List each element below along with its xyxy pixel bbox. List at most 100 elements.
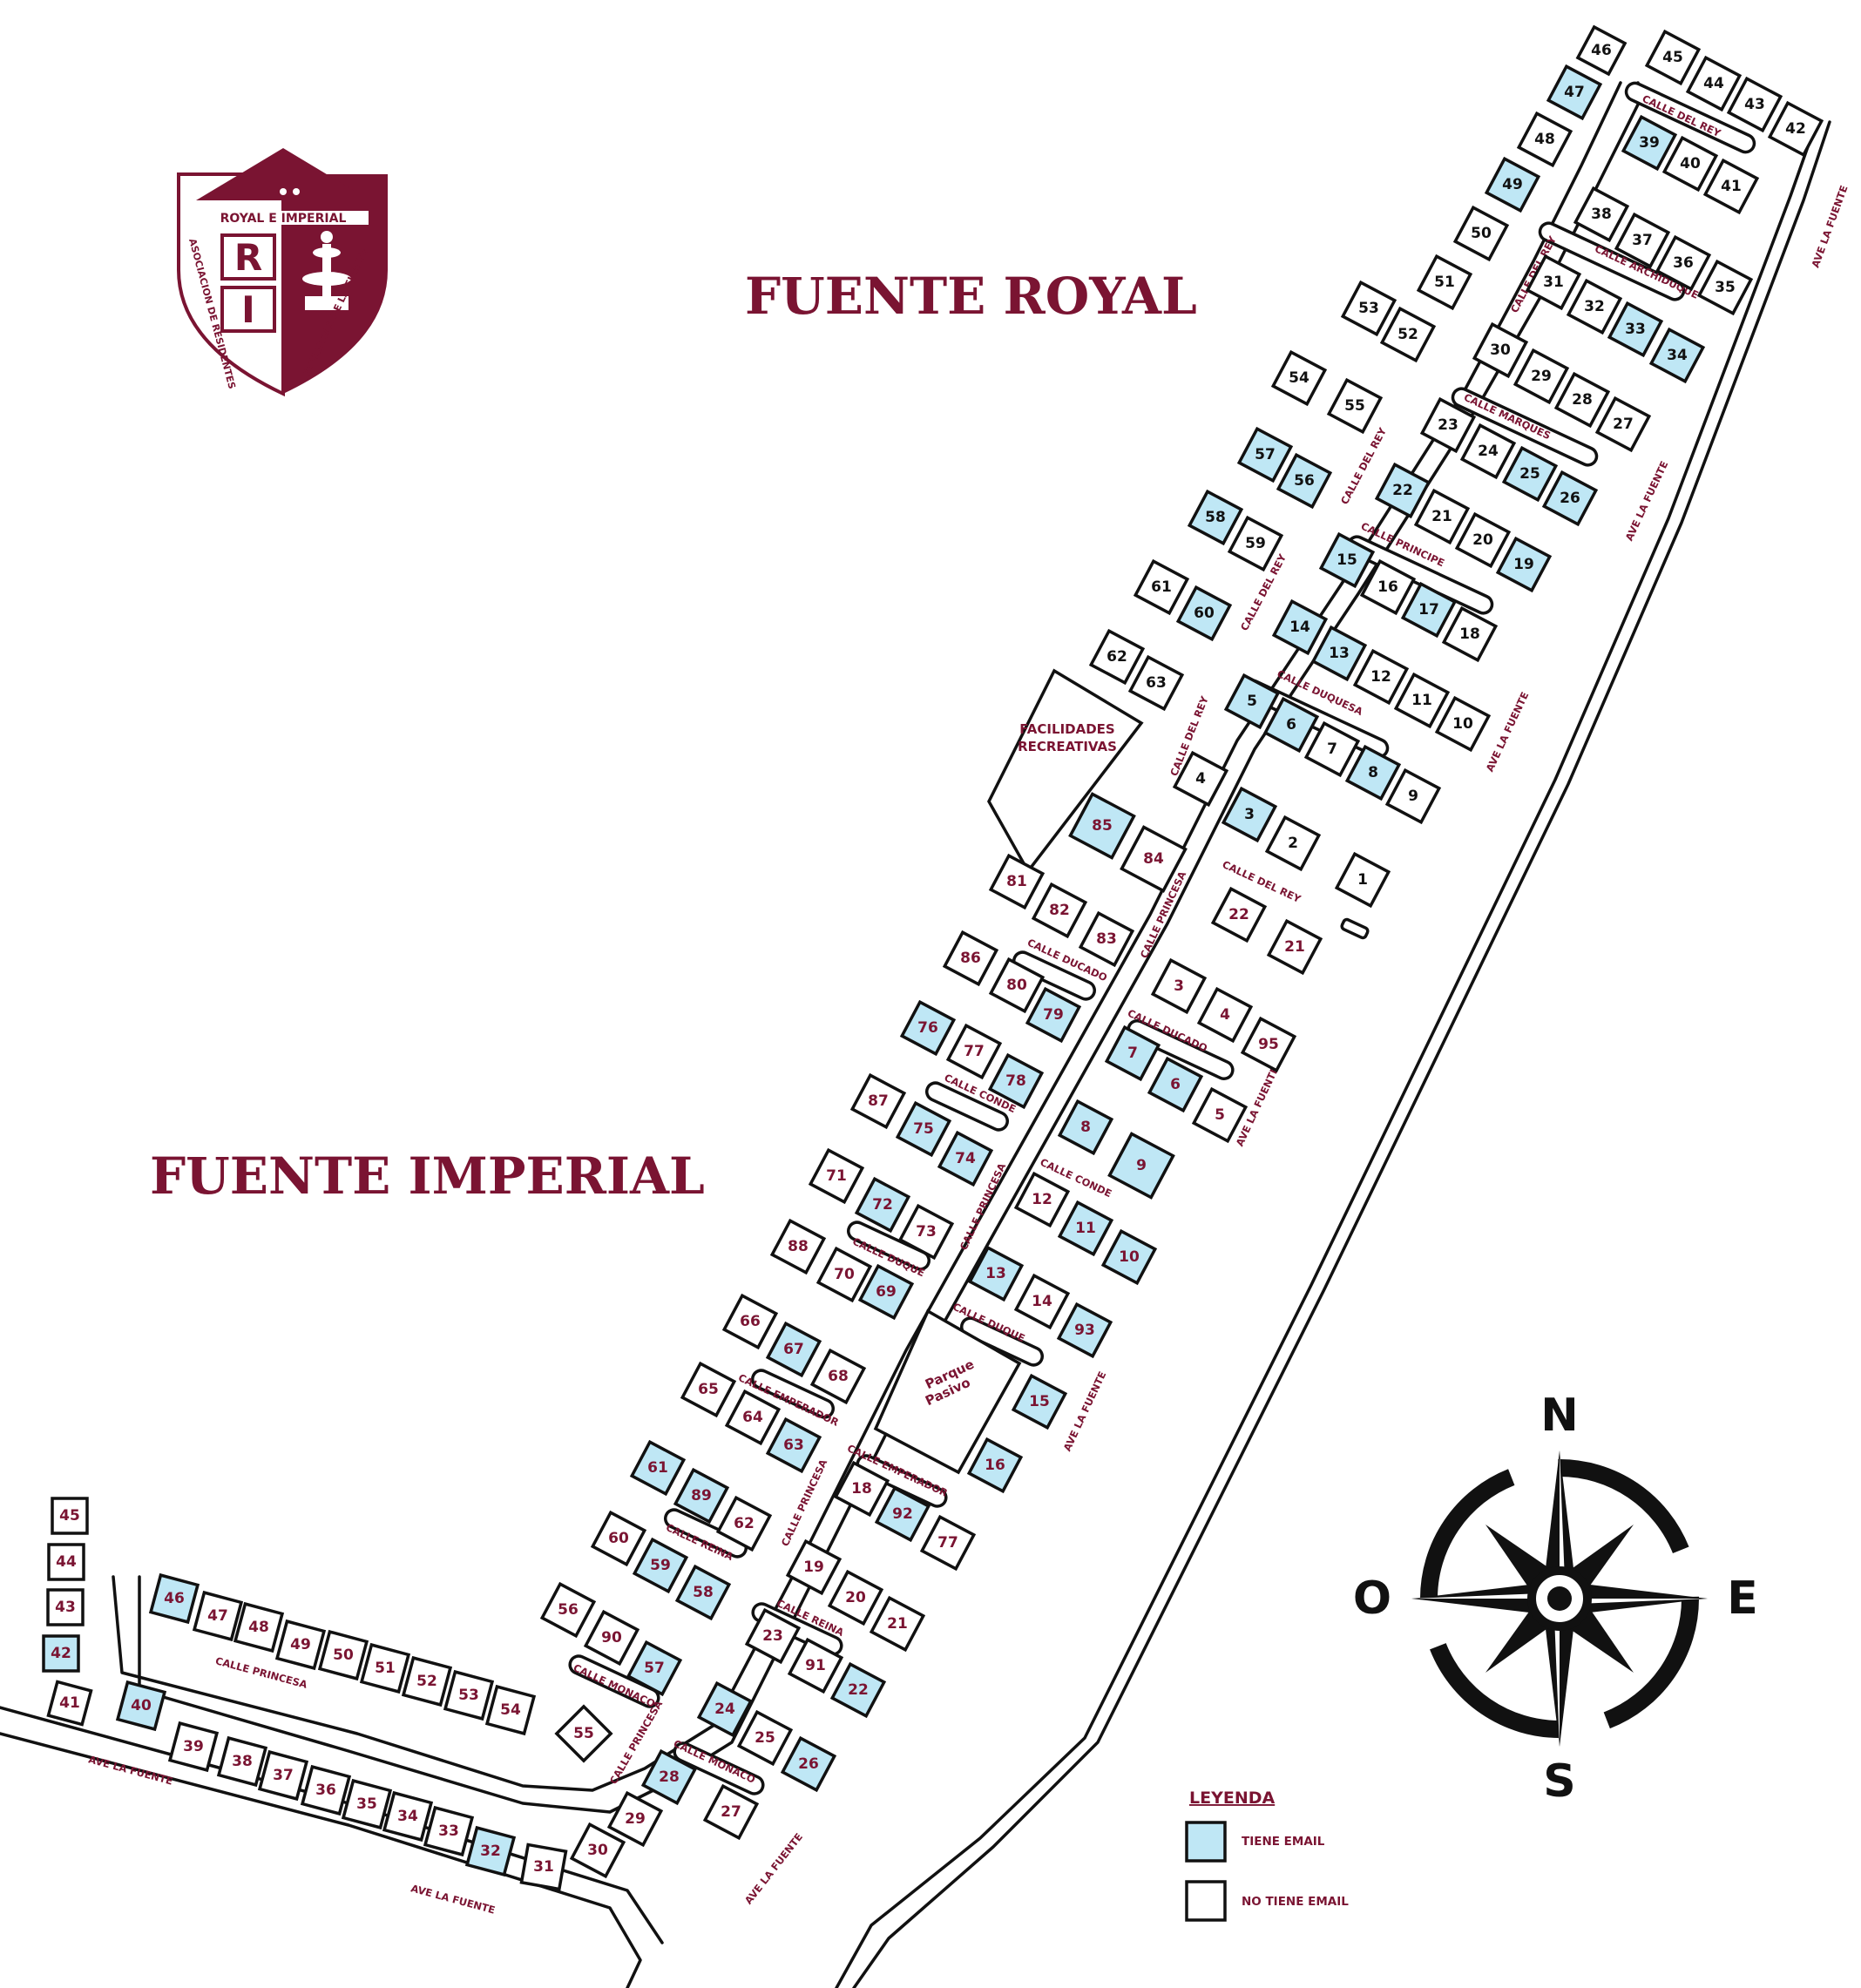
- imperial-lot-34-no-email[interactable]: 34: [382, 1790, 434, 1843]
- royal-lot-63-no-email[interactable]: 63: [1127, 654, 1185, 712]
- imperial-lot-92-has-email[interactable]: 92: [874, 1485, 931, 1543]
- royal-lot-19-has-email[interactable]: 19: [1495, 536, 1553, 593]
- imperial-lot-39-no-email[interactable]: 39: [167, 1721, 220, 1773]
- royal-lot-15-has-email[interactable]: 15: [1318, 531, 1376, 589]
- royal-lot-33-has-email[interactable]: 33: [1607, 301, 1664, 358]
- royal-lot-61-no-email[interactable]: 61: [1133, 558, 1190, 616]
- imperial-lot-22-has-email[interactable]: 22: [829, 1661, 887, 1719]
- royal-lot-46-no-email[interactable]: 46: [1575, 24, 1628, 77]
- imperial-lot-81-no-email[interactable]: 81: [988, 853, 1046, 910]
- imperial-lot-21-no-email[interactable]: 21: [869, 1595, 926, 1653]
- imperial-lot-16-has-email[interactable]: 16: [966, 1437, 1024, 1494]
- royal-lot-41-no-email[interactable]: 41: [1702, 158, 1760, 215]
- imperial-lot-12-no-email[interactable]: 12: [1013, 1171, 1071, 1228]
- royal-lot-9-no-email[interactable]: 9: [1384, 767, 1442, 825]
- royal-lot-36-no-email[interactable]: 36: [1655, 234, 1712, 292]
- imperial-lot-64-no-email[interactable]: 64: [724, 1389, 782, 1446]
- royal-lot-62-no-email[interactable]: 62: [1088, 628, 1146, 686]
- imperial-lot-8-has-email[interactable]: 8: [1057, 1099, 1114, 1156]
- imperial-lot-10-has-email[interactable]: 10: [1100, 1228, 1158, 1286]
- royal-lot-25-has-email[interactable]: 25: [1501, 445, 1559, 503]
- imperial-lot-15-has-email[interactable]: 15: [1011, 1373, 1068, 1430]
- imperial-lot-25-no-email[interactable]: 25: [736, 1709, 794, 1767]
- royal-lot-27-no-email[interactable]: 27: [1594, 396, 1652, 453]
- royal-lot-26-has-email[interactable]: 26: [1541, 470, 1599, 527]
- royal-lot-13-has-email[interactable]: 13: [1310, 625, 1368, 682]
- royal-lot-49-has-email[interactable]: 49: [1484, 156, 1541, 213]
- imperial-lot-44-no-email[interactable]: 44: [47, 1543, 85, 1581]
- imperial-lot-46-has-email[interactable]: 46: [148, 1572, 200, 1625]
- imperial-lot-87-no-email[interactable]: 87: [849, 1072, 907, 1130]
- royal-lot-23-no-email[interactable]: 23: [1419, 396, 1477, 454]
- imperial-lot-58-has-email[interactable]: 58: [674, 1564, 732, 1621]
- royal-lot-1-no-email[interactable]: 1: [1334, 851, 1391, 909]
- royal-lot-29-no-email[interactable]: 29: [1512, 348, 1570, 405]
- imperial-lot-42-has-email[interactable]: 42: [42, 1634, 80, 1673]
- imperial-lot-40-has-email[interactable]: 40: [115, 1680, 167, 1732]
- imperial-lot-82-no-email[interactable]: 82: [1031, 882, 1088, 939]
- imperial-lot-35-no-email[interactable]: 35: [341, 1778, 393, 1830]
- imperial-lot-47-no-email[interactable]: 47: [192, 1590, 244, 1642]
- royal-lot-59-no-email[interactable]: 59: [1227, 515, 1284, 572]
- imperial-lot-19-no-email[interactable]: 19: [785, 1538, 843, 1596]
- royal-lot-44-no-email[interactable]: 44: [1685, 55, 1743, 112]
- imperial-lot-45-no-email[interactable]: 45: [51, 1497, 89, 1535]
- royal-lot-55-no-email[interactable]: 55: [1326, 377, 1384, 435]
- royal-lot-52-no-email[interactable]: 52: [1379, 306, 1437, 363]
- imperial-lot-77-no-email[interactable]: 77: [945, 1023, 1003, 1080]
- royal-lot-48-no-email[interactable]: 48: [1516, 111, 1573, 168]
- imperial-lot-67-has-email[interactable]: 67: [765, 1321, 822, 1378]
- imperial-lot-11-has-email[interactable]: 11: [1057, 1200, 1114, 1257]
- royal-lot-54-no-email[interactable]: 54: [1270, 349, 1328, 407]
- imperial-lot-79-has-email[interactable]: 79: [1025, 986, 1082, 1044]
- imperial-lot-38-no-email[interactable]: 38: [216, 1735, 268, 1788]
- imperial-lot-18-no-email[interactable]: 18: [833, 1460, 890, 1518]
- imperial-lot-70-no-email[interactable]: 70: [815, 1246, 873, 1303]
- royal-lot-60-has-email[interactable]: 60: [1175, 585, 1233, 642]
- royal-lot-43-no-email[interactable]: 43: [1726, 76, 1783, 133]
- royal-lot-22-has-email[interactable]: 22: [1374, 462, 1431, 519]
- imperial-lot-14-no-email[interactable]: 14: [1013, 1273, 1071, 1330]
- royal-lot-31-no-email[interactable]: 31: [1525, 254, 1582, 311]
- imperial-lot-84-no-email[interactable]: 84: [1120, 825, 1188, 893]
- imperial-lot-48-no-email[interactable]: 48: [233, 1601, 285, 1653]
- royal-lot-4-no-email[interactable]: 4: [1172, 750, 1229, 808]
- imperial-lot-50-no-email[interactable]: 50: [317, 1629, 369, 1681]
- royal-lot-57-has-email[interactable]: 57: [1236, 426, 1294, 483]
- imperial-lot-88-no-email[interactable]: 88: [769, 1218, 827, 1275]
- royal-lot-28-no-email[interactable]: 28: [1553, 371, 1611, 429]
- royal-lot-16-no-email[interactable]: 16: [1359, 558, 1417, 616]
- imperial-lot-71-no-email[interactable]: 71: [808, 1147, 865, 1205]
- imperial-lot-68-no-email[interactable]: 68: [809, 1348, 867, 1405]
- imperial-lot-60-no-email[interactable]: 60: [590, 1510, 647, 1567]
- imperial-lot-28-has-email[interactable]: 28: [640, 1748, 698, 1806]
- imperial-lot-65-no-email[interactable]: 65: [680, 1361, 737, 1418]
- imperial-lot-26-has-email[interactable]: 26: [780, 1735, 837, 1793]
- royal-lot-53-no-email[interactable]: 53: [1340, 280, 1397, 337]
- imperial-lot-54-no-email[interactable]: 54: [484, 1684, 537, 1736]
- imperial-lot-80-no-email[interactable]: 80: [988, 957, 1046, 1014]
- imperial-lot-74-has-email[interactable]: 74: [937, 1130, 994, 1187]
- imperial-lot-53-no-email[interactable]: 53: [443, 1669, 495, 1721]
- imperial-lot-51-no-email[interactable]: 51: [359, 1642, 411, 1694]
- imperial-lot-66-no-email[interactable]: 66: [721, 1293, 779, 1350]
- royal-lot-20-no-email[interactable]: 20: [1454, 511, 1512, 569]
- royal-lot-35-no-email[interactable]: 35: [1696, 259, 1754, 316]
- imperial-lot-56-no-email[interactable]: 56: [539, 1581, 597, 1639]
- royal-lot-21-no-email[interactable]: 21: [1413, 488, 1471, 545]
- royal-lot-51-no-email[interactable]: 51: [1416, 254, 1473, 311]
- imperial-lot-85-has-email[interactable]: 85: [1068, 792, 1136, 860]
- imperial-lot-30-no-email[interactable]: 30: [569, 1822, 626, 1879]
- imperial-lot-91-no-email[interactable]: 91: [787, 1637, 844, 1694]
- imperial-lot-90-no-email[interactable]: 90: [583, 1609, 640, 1667]
- royal-lot-34-has-email[interactable]: 34: [1648, 327, 1706, 384]
- imperial-lot-20-no-email[interactable]: 20: [827, 1569, 884, 1626]
- imperial-lot-78-has-email[interactable]: 78: [987, 1052, 1045, 1110]
- royal-lot-39-has-email[interactable]: 39: [1621, 114, 1678, 172]
- imperial-lot-73-no-email[interactable]: 73: [897, 1203, 955, 1261]
- royal-lot-37-no-email[interactable]: 37: [1614, 212, 1671, 269]
- imperial-lot-32-has-email[interactable]: 32: [464, 1825, 517, 1877]
- royal-lot-30-no-email[interactable]: 30: [1472, 321, 1529, 379]
- royal-lot-38-no-email[interactable]: 38: [1573, 186, 1630, 243]
- royal-lot-17-has-email[interactable]: 17: [1400, 581, 1458, 639]
